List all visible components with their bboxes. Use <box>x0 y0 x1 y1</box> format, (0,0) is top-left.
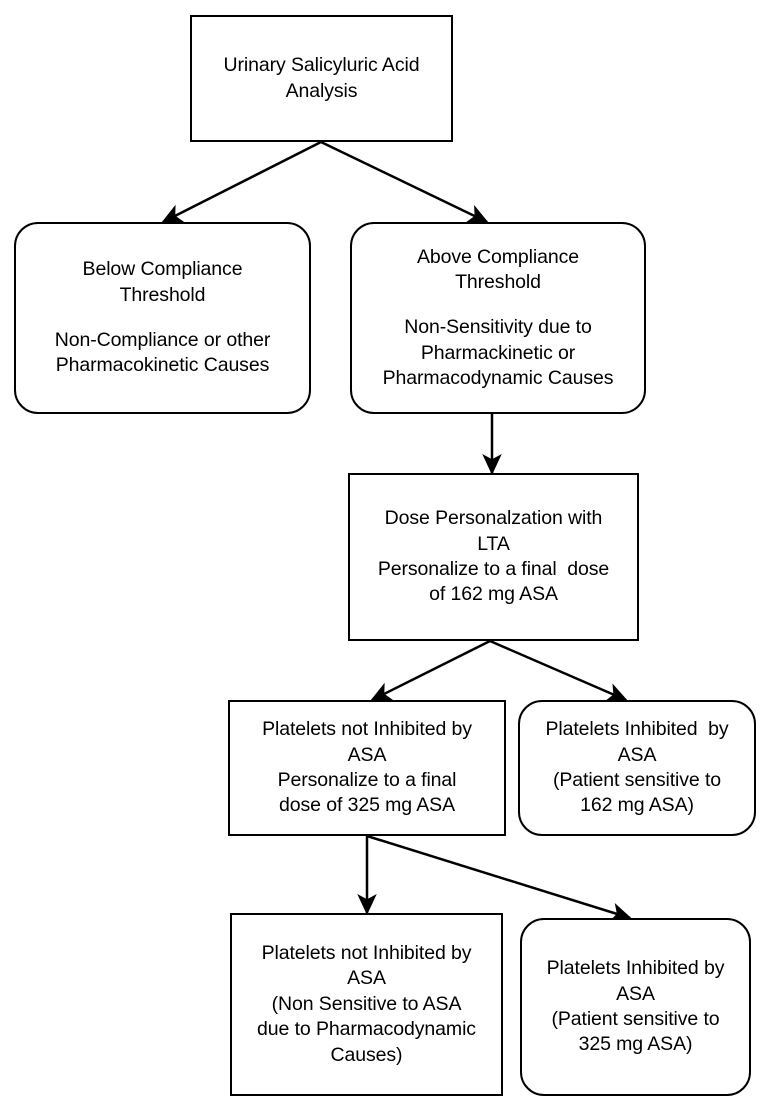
edge-n1-to-n3 <box>320 140 489 224</box>
node-line: Below Compliance <box>82 258 243 281</box>
node-urinary-salicyluric-acid-analysis[interactable]: Urinary Salicyluric Acid Analysis <box>190 15 453 142</box>
node-platelets-inhibited-325[interactable]: Platelets Inhibited by ASA (Patient sens… <box>520 918 751 1096</box>
node-line: of 162 mg ASA <box>429 583 558 606</box>
edge-n4-to-n6 <box>489 639 628 702</box>
node-platelets-inhibited-162[interactable]: Platelets Inhibited by ASA (Patient sens… <box>518 700 756 836</box>
edge-n1-to-n2 <box>161 140 322 224</box>
node-line: Pharmackinetic or <box>420 341 576 364</box>
node-line: ASA <box>347 967 386 990</box>
node-line: Personalize to a final <box>277 769 457 791</box>
edge-n5-to-n8 <box>366 834 632 922</box>
node-line: Causes) <box>330 1043 403 1066</box>
node-dose-personalization-with-lta[interactable]: Dose Personalzation with LTA Personalize… <box>348 473 639 641</box>
node-line: Pharmacokinetic Causes <box>55 354 270 377</box>
node-line: 325 mg ASA) <box>578 1033 693 1056</box>
node-line: Dose Personalzation with <box>384 507 603 530</box>
node-line: Urinary Salicyluric Acid <box>223 54 420 77</box>
node-line: (Patient sensitive to <box>552 769 722 791</box>
node-line: Pharmacodynamic Causes <box>382 367 614 390</box>
node-line: dose of 325 mg ASA <box>279 794 455 817</box>
node-line: LTA <box>477 532 510 555</box>
edge-n4-to-n5 <box>370 639 491 702</box>
node-line: Platelets not Inhibited by <box>262 718 472 741</box>
node-platelets-not-inhibited-325[interactable]: Platelets not Inhibited by ASA (Non Sens… <box>230 913 503 1096</box>
node-line: Analysis <box>285 79 358 102</box>
node-line: ASA <box>616 982 655 1005</box>
node-line: ASA <box>347 743 387 766</box>
node-line: (Patient sensitive to <box>551 1008 720 1030</box>
node-line: Above Compliance <box>416 245 580 268</box>
node-line: Platelets Inhibited by <box>546 957 725 980</box>
node-line: Non-Sensitivity due to <box>404 316 592 339</box>
node-line: ASA <box>617 743 657 766</box>
node-line: Threshold <box>455 270 541 293</box>
node-line: Non-Compliance or other <box>54 329 271 351</box>
node-line: (Non Sensitive to ASA <box>271 992 462 1015</box>
node-line: Platelets Inhibited by <box>545 718 729 741</box>
node-line: 162 mg ASA) <box>580 794 694 817</box>
node-line: Personalize to a final dose <box>377 558 610 580</box>
node-line: Threshold <box>119 283 206 306</box>
node-platelets-not-inhibited-162[interactable]: Platelets not Inhibited by ASA Personali… <box>228 700 506 836</box>
node-line: Platelets not Inhibited by <box>261 942 472 965</box>
node-below-compliance-threshold[interactable]: Below Compliance Threshold Non-Complianc… <box>14 222 311 414</box>
node-line: due to Pharmacodynamic <box>257 1018 476 1041</box>
node-above-compliance-threshold[interactable]: Above Compliance Threshold Non-Sensitivi… <box>350 222 646 414</box>
